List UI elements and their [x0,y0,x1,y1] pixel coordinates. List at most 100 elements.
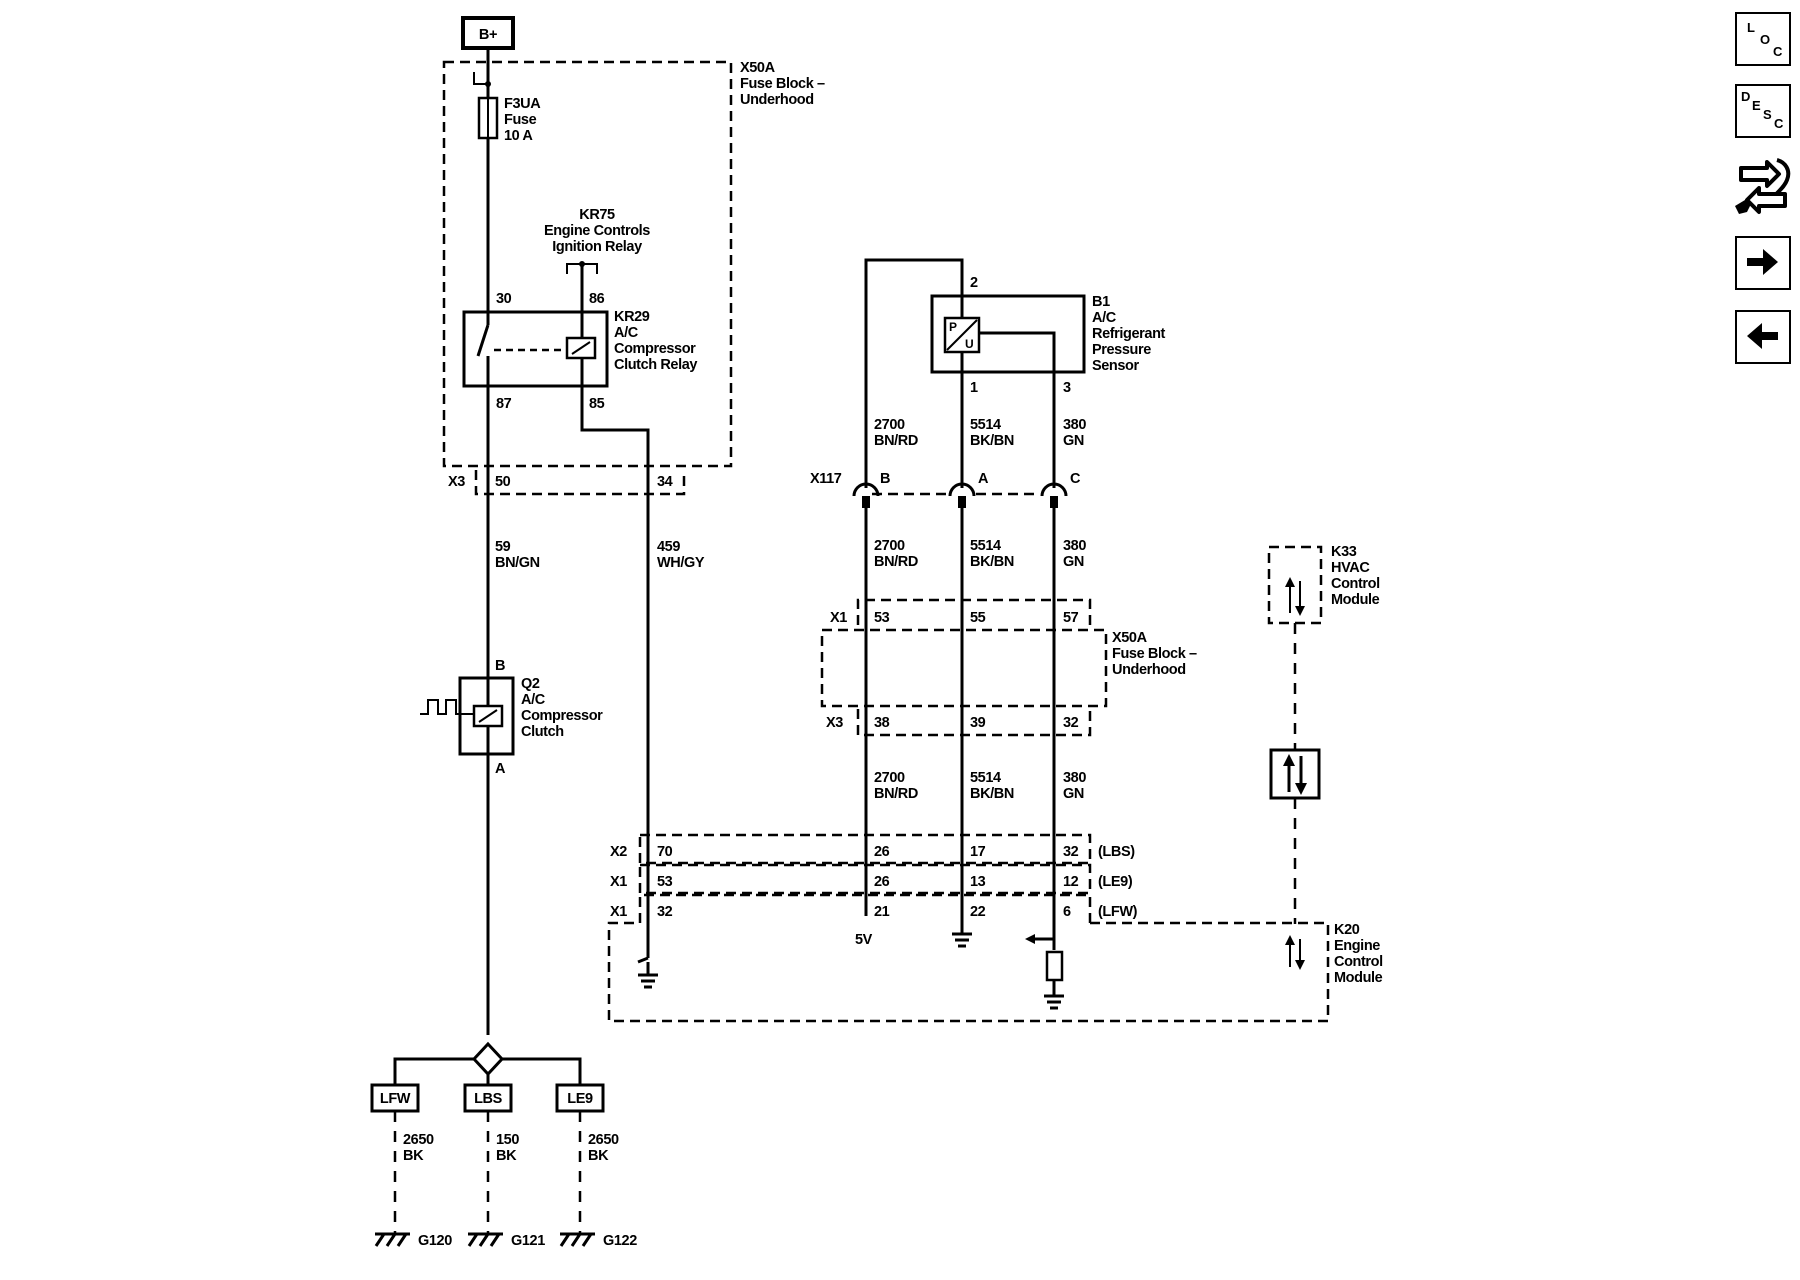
connector-x3-top-pin-b: 34 [657,474,673,490]
middle-wire-3-circuit: 380 [1063,538,1086,554]
ecm-line-3: Control [1334,954,1383,970]
sensor-b1-id: B1 [1092,294,1110,310]
sensor-pin-2: 2 [970,275,978,291]
ecm-conn-3-pin-1: 32 [657,904,673,920]
description-button[interactable]: D E S C [1735,84,1791,138]
wire-59-circuit: 59 [495,539,511,555]
lower-wire-1-circuit: 2700 [874,770,905,786]
ecm-line-2: Engine [1334,938,1380,954]
ecm-connector-x2 [638,833,1092,865]
lower-wire-3-circuit: 380 [1063,770,1086,786]
fuse-block-top-outline [442,60,733,468]
relay-kr29-id: KR29 [614,309,650,325]
hvac-line-4: Module [1331,592,1380,608]
ecm-conn-1-pin-2: 26 [874,844,890,860]
service-procedure-icon[interactable] [1733,154,1793,220]
ground-g120: G120 [418,1233,452,1249]
ecm-line-4: Module [1334,970,1383,986]
ecm-module-outline [607,921,1330,1023]
ecm-conn-2-id: X1 [610,874,627,890]
sensor-b1-line-2: A/C [1092,310,1117,326]
battery-supply-label: B+ [479,27,497,43]
relay-kr29-line-4: Clutch Relay [614,357,697,373]
sensor-pin-3: 3 [1063,380,1071,396]
clutch-q2-line-4: Clutch [521,724,564,740]
ground-wire-2-circuit: 150 [496,1132,519,1148]
signal-input-arrow-icon [1025,934,1035,944]
upper-wire-2-circuit: 5514 [970,417,1001,433]
relay-kr29-line-3: Compressor [614,341,696,357]
relay-pin-87: 87 [496,396,512,412]
hvac-id: K33 [1331,544,1357,560]
clutch-pin-b: B [495,658,505,674]
previous-page-button[interactable] [1735,310,1791,364]
upper-wire-3-color: GN [1063,433,1084,449]
fuse-block-mid-name-1: Fuse Block – [1112,646,1197,662]
module-ground-icon [952,932,972,948]
lower-wire-1-color: BN/RD [874,786,918,802]
option-lfw: LFW [380,1091,411,1107]
fuse-id: F3UA [504,96,541,112]
fuse-block-mid-outline [820,628,1108,708]
relay-pin-30: 30 [496,291,512,307]
chassis-ground-icon [374,1232,410,1247]
clutch-pin-a: A [495,761,506,777]
sensor-glyph-u: U [965,337,973,351]
ground-wire-2-color: BK [496,1148,517,1164]
ecm-conn-2-pin-1: 53 [657,874,673,890]
next-page-button[interactable] [1735,236,1791,290]
relay-kr75-line-2: Engine Controls [544,223,650,239]
upper-wire-1-color: BN/RD [874,433,918,449]
fuse-line-2: Fuse [504,112,537,128]
connector-x117 [852,482,1068,508]
pull-down-resistor-symbol [1045,950,1064,982]
ecm-conn-3-id: X1 [610,904,627,920]
connector-x117-pin-c: C [1070,471,1081,487]
ground-wire-1-color: BK [403,1148,424,1164]
lower-wire-2-color: BK/BN [970,786,1014,802]
wire-459-circuit: 459 [657,539,680,555]
connector-x117-pin-b: B [880,471,890,487]
ecm-conn-3-pin-3: 22 [970,904,986,920]
connector-x3-mid-pin-3: 32 [1063,715,1079,731]
chassis-ground-icon [467,1232,503,1247]
clutch-q2-id: Q2 [521,676,540,692]
ecm-conn-1-option: (LBS) [1098,844,1135,860]
sensor-b1-line-3: Refrigerant [1092,326,1166,342]
sensor-pin-1: 1 [970,380,978,396]
relay-switch-contact [476,324,490,357]
ecm-conn-3-option: (LFW) [1098,904,1138,920]
fuse-block-top-name-1: Fuse Block – [740,76,825,92]
chassis-ground-icon [559,1232,595,1247]
option-le9: LE9 [567,1091,593,1107]
upper-wire-3-circuit: 380 [1063,417,1086,433]
middle-wire-1-color: BN/RD [874,554,918,570]
ecm-id: K20 [1334,922,1360,938]
fuse-line-3: 10 A [504,128,533,144]
pulse-signal-icon [420,699,474,715]
connector-x3-top [474,470,686,496]
sensor-b1-line-5: Sensor [1092,358,1140,374]
connector-x1-mid-pin-3: 57 [1063,610,1079,626]
hvac-module-outline [1267,545,1323,625]
upper-wire-2-color: BK/BN [970,433,1014,449]
wiring-diagram: B+ X50A Fuse Block – Underhood F3UA Fuse… [370,16,1383,1249]
ground-wire-1-circuit: 2650 [403,1132,434,1148]
clutch-q2-line-2: A/C [521,692,546,708]
option-box-lbs [463,1083,513,1113]
location-button[interactable]: L O C [1735,12,1791,66]
connector-x3-mid-id: X3 [826,715,843,731]
ecm-conn-1-pin-1: 70 [657,844,673,860]
relay-kr29-line-2: A/C [614,325,639,341]
option-box-lfw [370,1083,420,1113]
hvac-line-3: Control [1331,576,1380,592]
ground-g121: G121 [511,1233,545,1249]
fuse-block-mid-id: X50A [1112,630,1148,646]
fuse-block-mid-name-2: Underhood [1112,662,1186,678]
ecm-conn-3-pin-2: 21 [874,904,890,920]
fuse-block-top-id: X50A [740,60,776,76]
sensor-b1-line-4: Pressure [1092,342,1151,358]
connector-x3-mid-pin-1: 38 [874,715,890,731]
ecm-conn-2-pin-3: 13 [970,874,986,890]
connector-x3-top-pin-a: 50 [495,474,511,490]
